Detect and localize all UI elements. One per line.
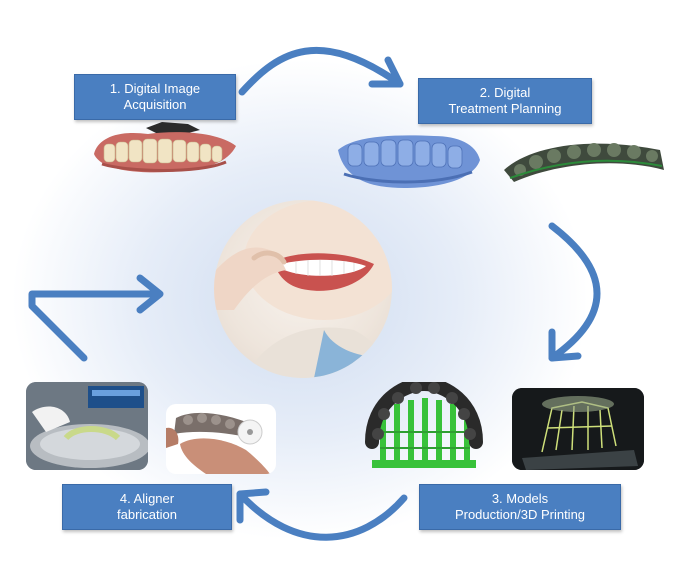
dental-scan-teeth-image xyxy=(94,122,236,173)
printer-plate-illustration xyxy=(512,388,644,470)
arrow-3-to-4-head xyxy=(236,488,270,524)
step-3-label: 3. Models Production/3D Printing xyxy=(419,484,621,530)
arrow-4-to-1-head xyxy=(136,274,164,314)
step-4-line-1: 4. Aligner xyxy=(119,491,175,506)
step-4-line-2: fabrication xyxy=(117,507,177,522)
digital-model-dark-mesh-image xyxy=(504,143,664,182)
step-1-label: 1. Digital Image Acquisition xyxy=(74,74,236,120)
step-1-line-1: 1. Digital Image xyxy=(109,81,201,96)
step-3-line-2: Production/3D Printing xyxy=(454,507,586,522)
arrow-2-to-3-head xyxy=(548,328,582,362)
step-2-label: 2. Digital Treatment Planning xyxy=(418,78,592,124)
trimming-illustration xyxy=(166,412,270,474)
digital-aligner-blue-image xyxy=(338,135,480,188)
3d-printer-build-plate-image xyxy=(512,388,644,470)
aligner-trimming-image xyxy=(166,404,276,474)
arrow-1-to-2-head xyxy=(368,56,404,88)
thermoformer-illustration xyxy=(26,382,148,470)
step-4-label: 4. Aligner fabrication xyxy=(62,484,232,530)
step-3-line-1: 3. Models xyxy=(491,491,549,506)
3d-printed-model-green-image xyxy=(365,382,483,468)
arrow-1-to-2 xyxy=(238,47,404,96)
thermoforming-machine-image xyxy=(26,382,148,470)
step-2-line-1: 2. Digital xyxy=(479,85,531,100)
arrow-4-to-1 xyxy=(28,290,162,362)
arrow-2-to-3 xyxy=(548,222,601,362)
arrow-3-to-4 xyxy=(236,490,408,541)
step-2-line-2: Treatment Planning xyxy=(448,101,562,116)
smile-illustration xyxy=(214,200,392,378)
step-1-line-2: Acquisition xyxy=(123,97,187,112)
smiling-woman-aligner-image xyxy=(214,200,392,378)
